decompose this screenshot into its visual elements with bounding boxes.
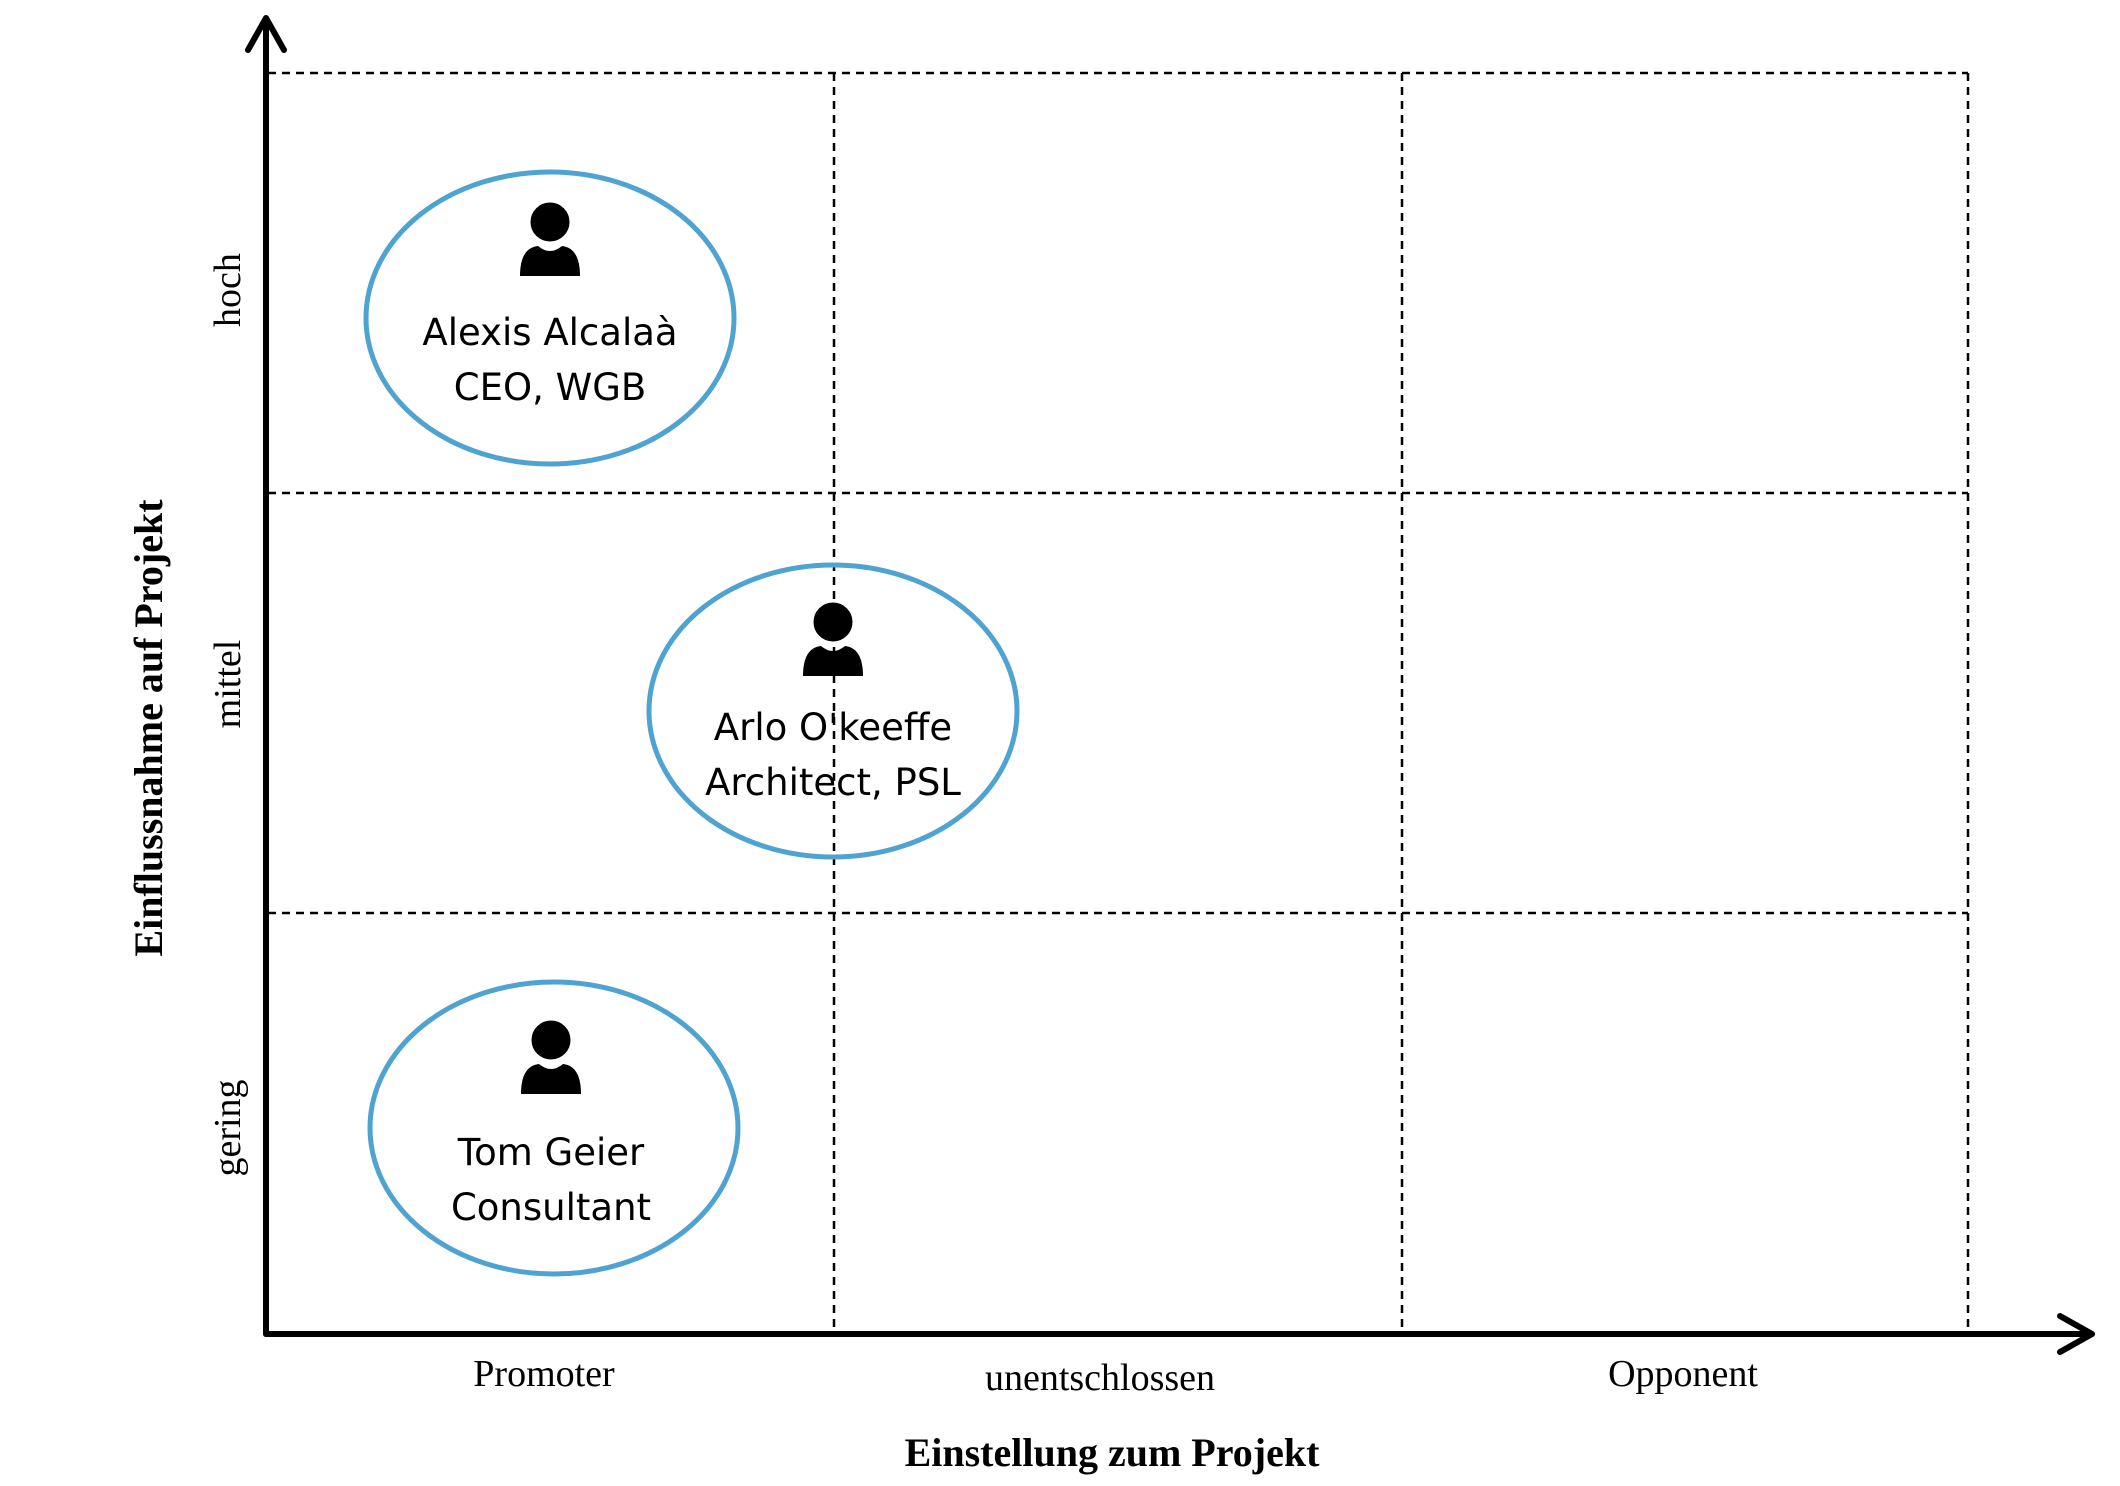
x-axis-arrowhead: [2057, 1313, 2095, 1355]
person-icon: [521, 1017, 581, 1094]
x-label-unentschlossen: unentschlossen: [985, 1357, 1215, 1399]
matrix-grid: [268, 71, 1970, 1334]
person-icon: [803, 599, 863, 676]
stakeholder-role: Architect, PSL: [705, 761, 961, 804]
stakeholder-name: Alexis Alcalaà: [422, 311, 677, 354]
stakeholder-role: Consultant: [451, 1186, 651, 1229]
stakeholder-arlo: Arlo O'keeffe Architect, PSL: [646, 562, 1020, 860]
x-axis-title: Einstellung zum Projekt: [905, 1430, 1321, 1475]
x-label-promoter: Promoter: [473, 1353, 615, 1395]
stakeholder-role: CEO, WGB: [454, 366, 647, 409]
stakeholder-ellipse: [646, 562, 1020, 860]
stakeholder-alexis: Alexis Alcalaà CEO, WGB: [363, 169, 737, 467]
stakeholder-name: Arlo O'keeffe: [714, 706, 952, 749]
y-axis-arrowhead: [245, 15, 287, 53]
x-label-opponent: Opponent: [1608, 1353, 1758, 1395]
y-label-mittel: mittel: [207, 640, 249, 729]
stakeholder-name: Tom Geier: [457, 1131, 645, 1174]
y-axis-title: Einflussnahme auf Projekt: [126, 499, 171, 957]
y-label-gering: gering: [207, 1079, 249, 1176]
axes: [245, 15, 2095, 1355]
person-icon: [520, 199, 580, 276]
stakeholder-tom: Tom Geier Consultant: [367, 979, 741, 1277]
y-label-hoch: hoch: [207, 253, 249, 327]
stakeholder-ellipse: [363, 169, 737, 467]
stakeholder-ellipse: [367, 979, 741, 1277]
